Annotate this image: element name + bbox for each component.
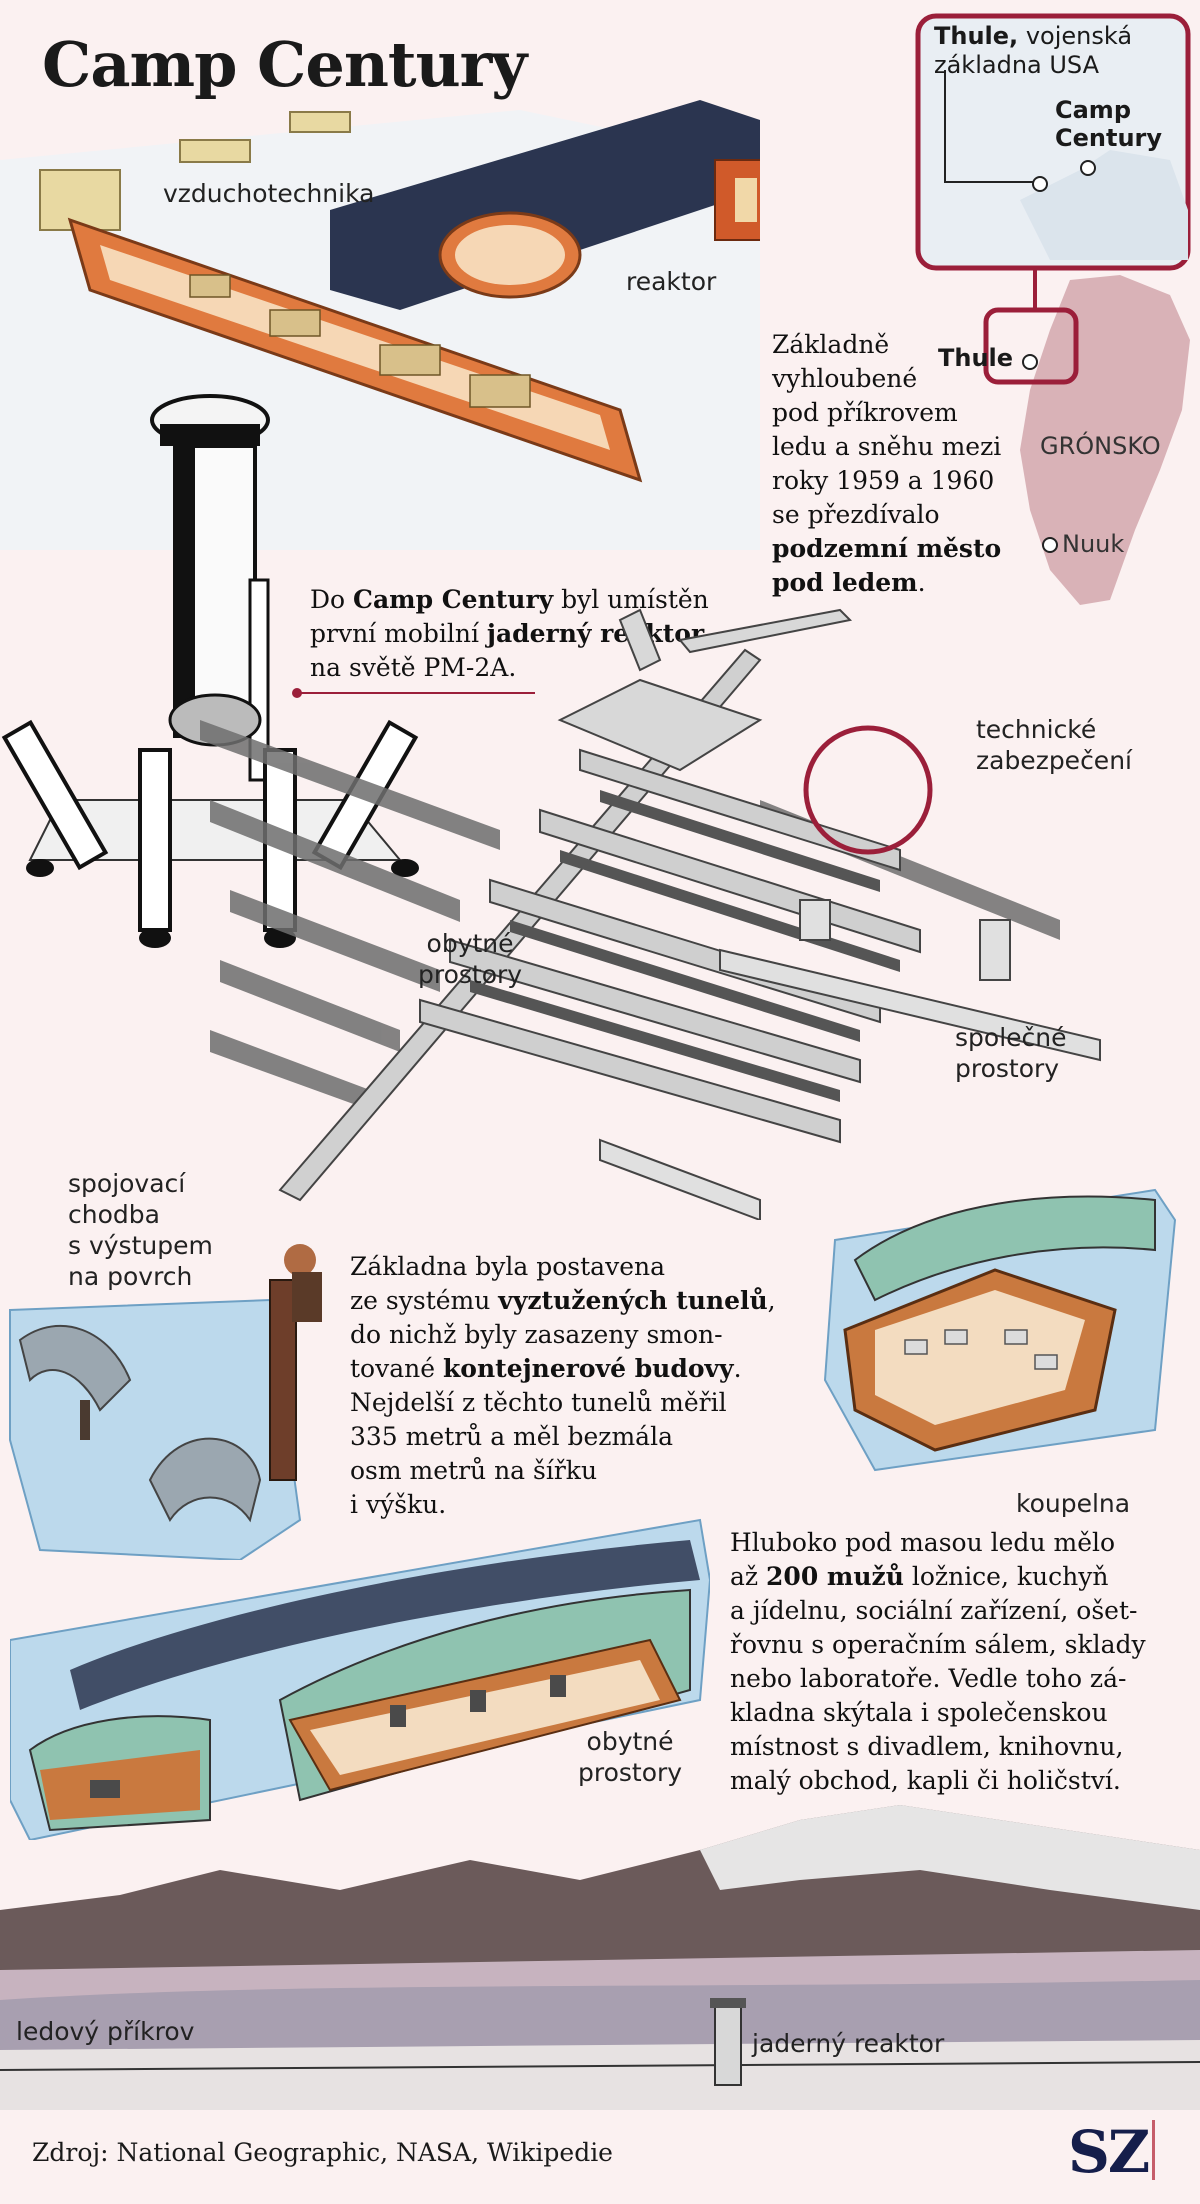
label-obytne-top: obytné prostory: [418, 928, 522, 990]
label-spolecne: společné prostory: [955, 1022, 1067, 1084]
intro-line-8-bold: pod ledem: [772, 568, 918, 597]
tunnel-line-2-a: ze systému: [350, 1286, 499, 1315]
label-spojovaci-3: s výstupem: [68, 1231, 213, 1260]
logo-divider: [1152, 2120, 1155, 2180]
page-title: Camp Century: [42, 28, 527, 101]
intro-line-3: pod příkrovem: [772, 398, 958, 427]
reactor-line-1-b: byl umístěn: [553, 585, 709, 614]
reactor-line-2-a: první mobilní: [310, 619, 487, 648]
men-line-7: místnost s divadlem, knihovnu,: [730, 1732, 1124, 1761]
label-obytne-top-1: obytné: [426, 929, 514, 958]
tunnel-line-6: 335 metrů a měl bezmála: [350, 1422, 673, 1451]
men-line-2-b: ložnice, kuchyň: [903, 1562, 1109, 1591]
tunnel-line-2: ze systému vyztužených tunelů,: [350, 1284, 810, 1318]
label-obytne-top-2: prostory: [418, 960, 523, 989]
map-thule-desc-2: základna USA: [934, 51, 1100, 79]
label-technicke-2: zabezpečení: [976, 746, 1132, 775]
tunnel-line-5: Nejdelší z těchto tunelů měřil: [350, 1388, 727, 1417]
label-obytne-bottom: obytné prostory: [578, 1726, 682, 1788]
label-koupelna: koupelna: [1016, 1489, 1131, 1518]
men-paragraph: Hluboko pod masou ledu mělo až 200 mužů …: [730, 1526, 1190, 1798]
tunnel-line-2-b: ,: [767, 1286, 776, 1315]
tunnel-paragraph: Základna byla postavena ze systému vyztu…: [350, 1250, 810, 1522]
map-nuuk-label: Nuuk: [1062, 530, 1125, 558]
label-technicke-1: technické: [976, 715, 1097, 744]
reactor-callout-line: [292, 688, 535, 698]
map-camp-1: Camp: [1055, 96, 1131, 124]
source-credit: Zdroj: National Geographic, NASA, Wikipe…: [32, 2138, 613, 2167]
map-thule-bold: Thule,: [934, 22, 1019, 50]
tunnel-line-4-a: tované: [350, 1354, 443, 1383]
label-spolecne-1: společné: [955, 1023, 1067, 1052]
ice-profile-illustration: [0, 1805, 1200, 2110]
bathroom-illustration: [823, 1188, 1177, 1472]
intro-line-4: ledu a sněhu mezi: [772, 432, 1002, 461]
reactor-line-3: na světě PM-2A.: [310, 653, 517, 682]
label-obytne-bottom-2: prostory: [578, 1758, 683, 1787]
map-thule-label: Thule: [938, 344, 1014, 372]
men-line-2: až 200 mužů ložnice, kuchyň: [730, 1560, 1190, 1594]
intro-line-8: pod ledem.: [772, 566, 1052, 600]
men-line-6: kladna skýtala i společenskou: [730, 1698, 1108, 1727]
reactor-line-1-bold: Camp Century: [353, 585, 554, 614]
label-obytne-bottom-1: obytné: [586, 1727, 674, 1756]
tunnel-line-7: osm metrů na šířku: [350, 1456, 598, 1485]
base-plan-diagram: [200, 608, 1101, 1220]
label-spolecne-2: prostory: [955, 1054, 1060, 1083]
men-line-4: řovnu s operačním sálem, sklady: [730, 1630, 1146, 1659]
tunnel-line-1: Základna byla postavena: [350, 1252, 666, 1281]
reactor-line-1-a: Do: [310, 585, 354, 614]
men-line-8: malý obchod, kapli či holičství.: [730, 1766, 1121, 1795]
map-camp-2: Century: [1055, 124, 1163, 152]
intro-line-1: Základně: [772, 330, 890, 359]
reactor-line-2: první mobilní jaderný reaktor: [310, 617, 770, 651]
men-line-1: Hluboko pod masou ledu mělo: [730, 1528, 1116, 1557]
tunnel-line-3: do nichž byly zasazeny smon-: [350, 1320, 723, 1349]
tunnel-line-4-b: .: [733, 1354, 742, 1383]
map-thule-desc-1: vojenská: [1025, 22, 1133, 50]
reactor-line-1: Do Camp Century byl umístěn: [310, 583, 770, 617]
map-gronsko-label: GRÓNSKO: [1040, 432, 1161, 460]
map-camp-century-label: Camp Century: [1055, 96, 1162, 152]
label-spojovaci-4: na povrch: [68, 1262, 193, 1291]
label-ledovy: ledový příkrov: [16, 2017, 195, 2046]
tunnel-line-2-bold: vyztužených tunelů: [498, 1286, 768, 1315]
intro-line-5: roky 1959 a 1960: [772, 466, 995, 495]
intro-line-8-tail: .: [917, 568, 926, 597]
living-quarters-illustration: [10, 1518, 710, 1840]
men-line-3: a jídelnu, sociální zařízení, ošet-: [730, 1596, 1138, 1625]
label-reaktor: reaktor: [626, 267, 717, 296]
map-thule-caption: Thule, vojenská základna USA: [934, 22, 1174, 80]
tunnel-line-4-bold: kontejnerové budovy: [442, 1354, 734, 1383]
label-spojovaci-1: spojovací: [68, 1169, 186, 1198]
intro-paragraph: Základně vyhloubené pod příkrovem ledu a…: [772, 328, 1052, 600]
label-technicke: technické zabezpečení: [976, 714, 1132, 776]
label-spojovaci-2: chodba: [68, 1200, 160, 1229]
men-line-2-bold: 200 mužů: [766, 1562, 904, 1591]
tunnel-line-8: i výšku.: [350, 1490, 447, 1519]
men-line-2-a: až: [730, 1562, 767, 1591]
label-jaderny: jaderný reaktor: [752, 2029, 945, 2058]
sz-logo: SZ: [1068, 2118, 1150, 2186]
reactor-paragraph: Do Camp Century byl umístěn první mobiln…: [310, 583, 770, 685]
intro-line-7: podzemní město: [772, 534, 1002, 563]
tunnel-line-4: tované kontejnerové budovy.: [350, 1352, 810, 1386]
label-spojovaci: spojovací chodba s výstupem na povrch: [68, 1168, 213, 1292]
reactor-line-2-bold: jaderný reaktor: [486, 619, 705, 648]
corridor-illustration: [9, 1244, 322, 1560]
greenland-map: [915, 13, 1191, 605]
men-line-5: nebo laboratoře. Vedle toho zá-: [730, 1664, 1127, 1693]
label-vzduchotechnika: vzduchotechnika: [163, 179, 375, 208]
intro-line-2: vyhloubené: [772, 364, 918, 393]
intro-line-6: se přezdívalo: [772, 500, 940, 529]
